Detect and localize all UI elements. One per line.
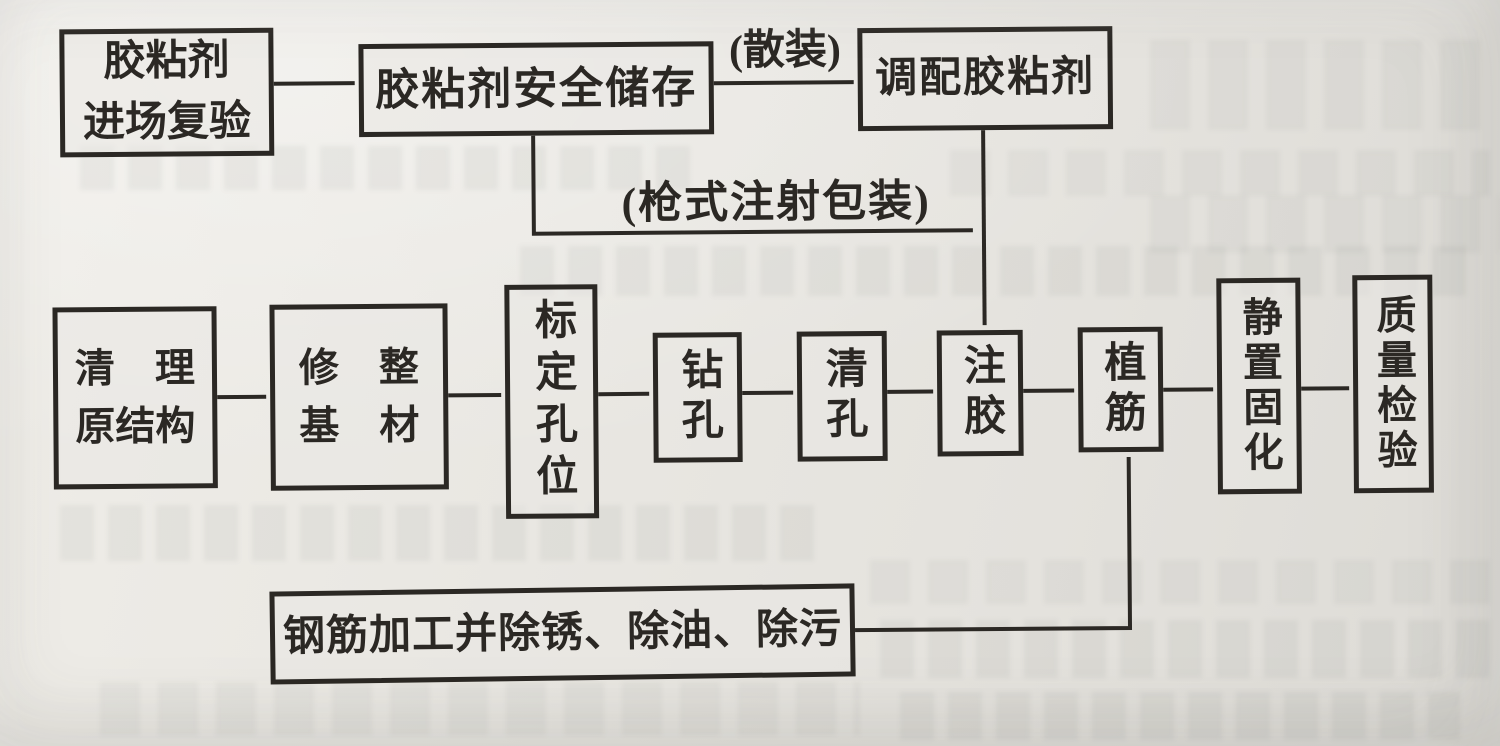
node-adhesive-incoming-check: 胶粘剂 进场复验: [59, 27, 275, 158]
node-label: 注胶: [957, 343, 1005, 444]
node-label: 清 理: [74, 345, 196, 392]
arrow-storage-to-mixing: [713, 80, 854, 86]
node-label: 胶粘剂安全储存: [375, 62, 698, 115]
arrow-incoming-to-storage: [273, 81, 355, 86]
node-static-curing: 静置固化: [1216, 277, 1302, 495]
node-label: 清孔: [819, 346, 867, 447]
edge-label-bulk-packaging: (散装): [728, 26, 842, 74]
node-clean-hole: 清孔: [796, 330, 888, 462]
node-trim-substrate: 修 整 基 材: [269, 303, 449, 491]
node-mark-hole-positions: 标定孔位: [504, 284, 600, 519]
node-clean-original-structure: 清 理 原结构: [52, 306, 218, 490]
node-label: 调配胶粘剂: [874, 54, 1096, 103]
edge-label-gun-injection-packaging: (枪式注射包装): [621, 176, 932, 229]
node-label: 进场复验: [82, 98, 252, 147]
node-label: 钢筋加工并除锈、除油、除污: [282, 606, 843, 661]
node-mix-adhesive: 调配胶粘剂: [857, 26, 1114, 132]
node-quality-inspection: 质量检验: [1352, 274, 1434, 494]
node-label: 质量检验: [1370, 293, 1417, 475]
node-label: 静置固化: [1236, 295, 1283, 477]
node-label: 钻孔: [674, 347, 722, 448]
node-rebar-preparation: 钢筋加工并除锈、除油、除污: [269, 583, 856, 685]
node-adhesive-safe-storage: 胶粘剂安全储存: [358, 41, 715, 138]
node-plant-rebar: 植筋: [1077, 326, 1164, 453]
node-label: 原结构: [75, 403, 196, 450]
node-label: 基 材: [299, 402, 420, 449]
node-inject-adhesive: 注胶: [936, 329, 1024, 457]
node-label: 植筋: [1097, 339, 1145, 440]
arrow-rebar-prep-to-plant: [855, 457, 1133, 633]
node-label: 胶粘剂: [103, 38, 230, 86]
node-label: 标定孔位: [528, 297, 576, 506]
node-label: 修 整: [298, 344, 420, 391]
arrow-mixing-to-inject: [981, 130, 987, 326]
node-drill-hole: 钻孔: [652, 332, 743, 463]
